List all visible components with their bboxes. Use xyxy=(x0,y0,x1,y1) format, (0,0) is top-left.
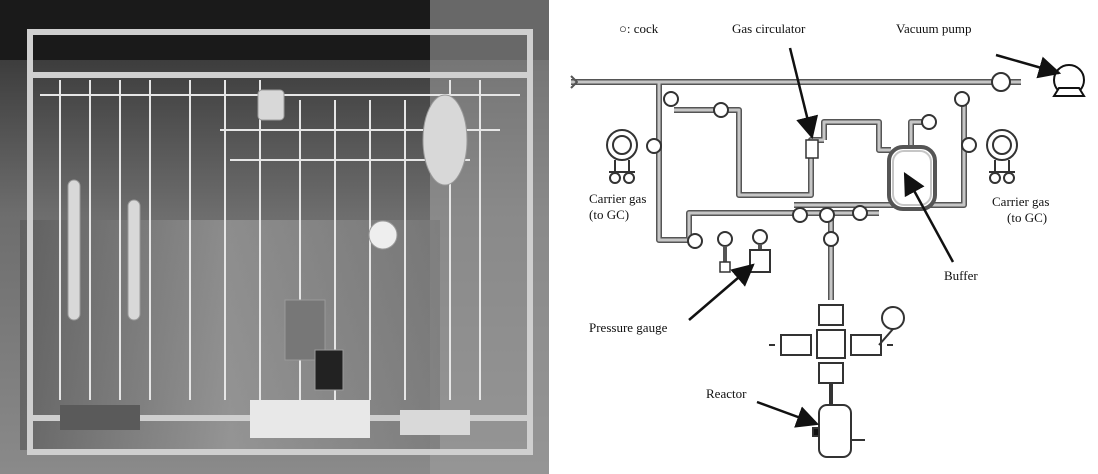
label-vacuum-pump: Vacuum pump xyxy=(896,21,971,36)
pressure-gauge-unit xyxy=(720,244,770,272)
cock-icon xyxy=(962,138,976,152)
cock-icon xyxy=(922,115,936,129)
carrier-gas-coil-right xyxy=(987,130,1017,183)
cock-icon xyxy=(793,208,807,222)
cock-valves xyxy=(647,73,1010,248)
buffer-vessel xyxy=(889,147,935,209)
label-carrier-gas-right: Carrier gas xyxy=(992,194,1049,209)
flow-schematic: ○: cock Gas circulator Vacuum pump Carri… xyxy=(549,0,1098,474)
cock-icon xyxy=(647,139,661,153)
gas-circulator-unit xyxy=(806,140,818,158)
cock-icon xyxy=(718,232,732,246)
cock-icon xyxy=(992,73,1010,91)
label-buffer: Buffer xyxy=(944,268,978,283)
label-pressure-gauge: Pressure gauge xyxy=(589,320,668,335)
reactor-assembly xyxy=(769,305,904,457)
callout-arrows xyxy=(689,48,1059,424)
pipe-network xyxy=(571,76,1021,300)
label-carrier-gas-left: Carrier gas xyxy=(589,191,646,206)
label-reactor: Reactor xyxy=(706,386,747,401)
cock-icon xyxy=(664,92,678,106)
apparatus-photo xyxy=(0,0,549,474)
bench-plate xyxy=(250,400,370,438)
cock-icon xyxy=(955,92,969,106)
cock-icon xyxy=(688,234,702,248)
label-gas-circulator: Gas circulator xyxy=(732,21,806,36)
label-carrier-gas-right-sub: (to GC) xyxy=(1007,210,1047,225)
cock-legend: ○: cock xyxy=(619,21,659,36)
carrier-gas-coil-left xyxy=(607,130,637,183)
vacuum-pump-icon xyxy=(1054,65,1084,96)
cock-icon xyxy=(820,208,834,222)
label-carrier-gas-left-sub: (to GC) xyxy=(589,207,629,222)
cock-icon xyxy=(853,206,867,220)
cock-icon xyxy=(824,232,838,246)
cock-icon xyxy=(714,103,728,117)
cock-icon xyxy=(753,230,767,244)
